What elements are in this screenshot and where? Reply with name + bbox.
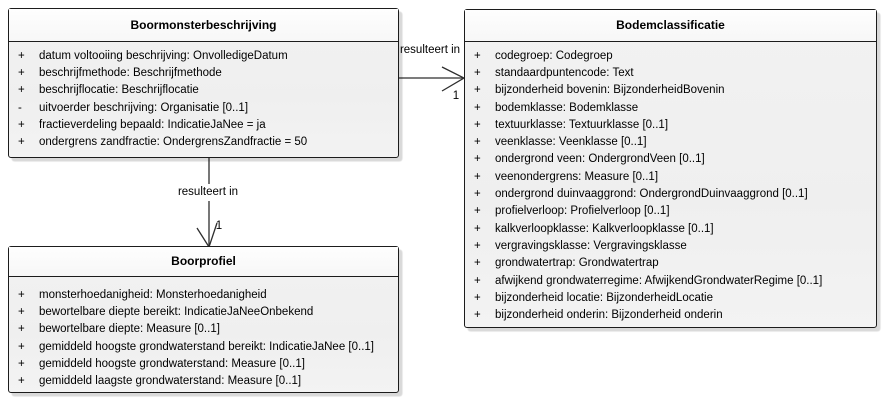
attribute-text: ondergrond duinvaaggrond: OndergrondDuin… [495,188,808,201]
attribute-row[interactable]: + textuurklasse: Textuurklasse [0..1] [465,116,876,133]
attribute-text: bewortelbare diepte: Measure [0..1] [39,323,220,336]
attribute-row[interactable]: + bijzonderheid onderin: Bijzonderheid o… [465,306,876,323]
attribute-text: bijzonderheid locatie: BijzonderheidLoca… [495,291,714,304]
attribute-text: bijzonderheid onderin: Bijzonderheid ond… [495,309,723,322]
visibility-marker: + [474,291,481,304]
attribute-row[interactable]: + monsterhoedanigheid: Monsterhoedanighe… [9,286,398,303]
multiplicity-label[interactable]: 1 [215,220,223,232]
attribute-row[interactable]: + gemiddeld laagste grondwaterstand: Mea… [9,372,398,389]
attribute-row[interactable]: + vergravingsklasse: Vergravingsklasse [465,237,876,254]
attribute-text: grondwatertrap: Grondwatertrap [495,257,659,270]
attribute-compartment: + codegroep: Codegroep + standaardpunten… [465,42,876,324]
attribute-row[interactable]: + codegroep: Codegroep [465,47,876,64]
class-title: Bodemclassificatie [465,10,876,42]
attribute-row[interactable]: + profielverloop: Profielverloop [0..1] [465,203,876,220]
attribute-row[interactable]: + kalkverloopklasse: Kalkverloopklasse [… [465,220,876,237]
attribute-text: ondergrond veen: OndergrondVeen [0..1] [495,153,705,166]
visibility-marker: + [474,222,481,235]
attribute-row[interactable]: + beschrijflocatie: Beschrijflocatie [9,82,398,99]
attribute-row[interactable]: + bewortelbare diepte: Measure [0..1] [9,321,398,338]
class-title: Boorprofiel [9,247,398,277]
visibility-marker: + [474,309,481,322]
association-label-resulteert-in[interactable]: resulteert in [172,184,244,201]
attribute-text: vergravingsklasse: Vergravingsklasse [495,239,687,252]
attribute-text: bewortelbare diepte bereikt: IndicatieJa… [39,305,314,318]
visibility-marker: + [474,118,481,131]
attribute-text: bodemklasse: Bodemklasse [495,101,639,114]
association-label-resulteert-in[interactable]: resulteert in [399,44,461,56]
visibility-marker: + [18,84,25,97]
visibility-marker: + [474,257,481,270]
attribute-row[interactable]: + gemiddeld hoogste grondwaterstand bere… [9,338,398,355]
attribute-row[interactable]: + bijzonderheid locatie: BijzonderheidLo… [465,289,876,306]
class-box-boormonsterbeschrijving[interactable]: Boormonsterbeschrijving + datum voltooii… [8,8,399,158]
visibility-marker: + [18,288,25,301]
attribute-text: gemiddeld hoogste grondwaterstand: Measu… [39,357,305,370]
visibility-marker: + [474,153,481,166]
attribute-row[interactable]: + veenklasse: Veenklasse [0..1] [465,133,876,150]
multiplicity-label[interactable]: 1 [452,90,460,102]
visibility-marker: + [474,170,481,183]
attribute-row[interactable]: + bewortelbare diepte bereikt: Indicatie… [9,303,398,320]
visibility-marker: + [18,66,25,79]
visibility-marker: + [18,357,25,370]
attribute-text: datum voltooiing beschrijving: Onvolledi… [39,49,288,62]
visibility-marker: + [474,239,481,252]
attribute-text: veenklasse: Veenklasse [0..1] [495,136,647,149]
visibility-marker: + [18,305,25,318]
attribute-text: codegroep: Codegroep [495,49,613,62]
visibility-marker: + [18,323,25,336]
attribute-row[interactable]: + veenondergrens: Measure [0..1] [465,168,876,185]
attribute-row[interactable]: + gemiddeld hoogste grondwaterstand: Mea… [9,355,398,372]
attribute-row[interactable]: + grondwatertrap: Grondwatertrap [465,255,876,272]
attribute-row[interactable]: + bijzonderheid bovenin: BijzonderheidBo… [465,82,876,99]
attribute-text: fractieverdeling bepaald: IndicatieJaNee… [39,118,266,131]
visibility-marker: + [474,274,481,287]
visibility-marker: + [474,101,481,114]
visibility-marker: + [474,66,481,79]
attribute-text: beschrijflocatie: Beschrijflocatie [39,84,199,97]
class-box-bodemclassificatie[interactable]: Bodemclassificatie + codegroep: Codegroe… [464,9,877,328]
visibility-marker: + [474,84,481,97]
attribute-text: bijzonderheid bovenin: BijzonderheidBove… [495,84,725,97]
attribute-row[interactable]: + beschrijfmethode: Beschrijfmethode [9,64,398,81]
attribute-text: standaardpuntencode: Text [495,66,634,79]
visibility-marker: + [18,49,25,62]
attribute-text: veenondergrens: Measure [0..1] [495,170,659,183]
attribute-text: uitvoerder beschrijving: Organisatie [0.… [39,101,249,114]
visibility-marker: + [18,136,25,149]
attribute-compartment: + datum voltooiing beschrijving: Onvolle… [9,42,398,151]
attribute-text: textuurklasse: Textuurklasse [0..1] [495,118,669,131]
attribute-text: gemiddeld laagste grondwaterstand: Measu… [39,375,302,388]
attribute-row[interactable]: + standaardpuntencode: Text [465,64,876,81]
attribute-row[interactable]: + bodemklasse: Bodemklasse [465,99,876,116]
visibility-marker: + [18,340,25,353]
attribute-text: kalkverloopklasse: Kalkverloopklasse [0.… [495,222,714,235]
visibility-marker: + [18,375,25,388]
class-box-boorprofiel[interactable]: Boorprofiel + monsterhoedanigheid: Monst… [8,246,399,393]
attribute-row[interactable]: + fractieverdeling bepaald: IndicatieJaN… [9,116,398,133]
visibility-marker: + [18,118,25,131]
visibility-marker: + [474,188,481,201]
class-title: Boormonsterbeschrijving [9,9,398,42]
visibility-marker: - [18,101,22,114]
attribute-text: monsterhoedanigheid: Monsterhoedanigheid [39,288,267,301]
attribute-row[interactable]: + datum voltooiing beschrijving: Onvolle… [9,47,398,64]
attribute-row[interactable]: + ondergrond veen: OndergrondVeen [0..1] [465,151,876,168]
attribute-text: beschrijfmethode: Beschrijfmethode [39,66,222,79]
visibility-marker: + [474,136,481,149]
attribute-text: ondergrens zandfractie: OndergrensZandfr… [39,136,308,149]
attribute-row[interactable]: - uitvoerder beschrijving: Organisatie [… [9,99,398,116]
attribute-row[interactable]: + ondergrond duinvaaggrond: OndergrondDu… [465,185,876,202]
visibility-marker: + [474,205,481,218]
attribute-text: profielverloop: Profielverloop [0..1] [495,205,670,218]
attribute-row[interactable]: + afwijkend grondwaterregime: AfwijkendG… [465,272,876,289]
attribute-text: gemiddeld hoogste grondwaterstand bereik… [39,340,374,353]
visibility-marker: + [474,49,481,62]
attribute-text: afwijkend grondwaterregime: AfwijkendGro… [495,274,823,287]
attribute-row[interactable]: + ondergrens zandfractie: OndergrensZand… [9,133,398,150]
attribute-compartment: + monsterhoedanigheid: Monsterhoedanighe… [9,277,398,390]
